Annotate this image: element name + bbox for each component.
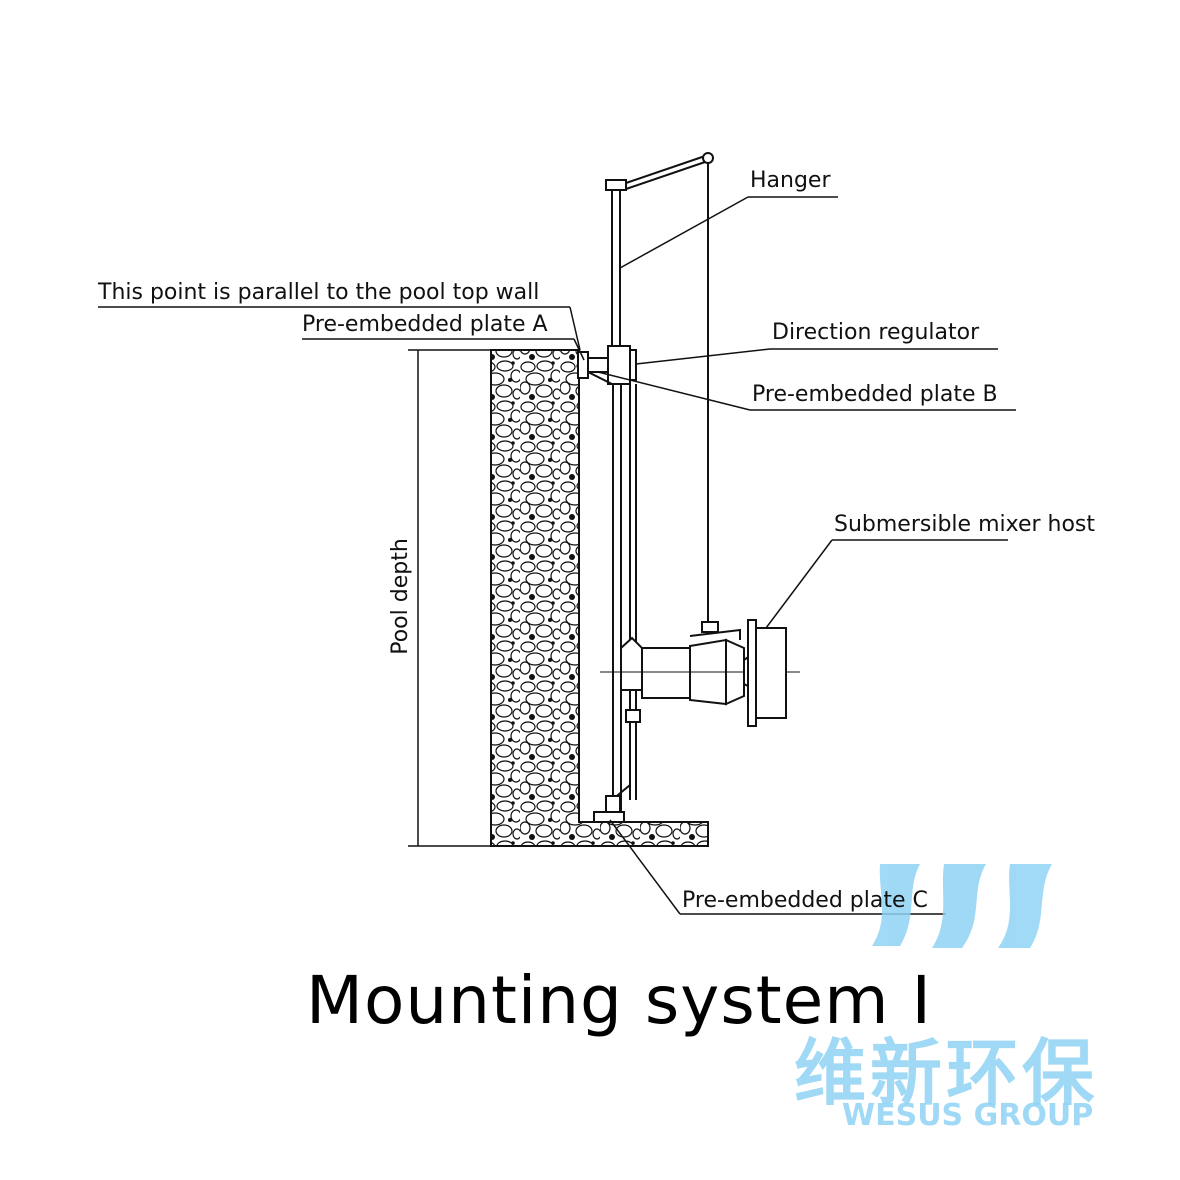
pool-wall [490,349,709,847]
submersible-mixer [600,618,800,727]
pool-depth-dimension [408,349,491,847]
leader-lines [98,196,1016,915]
watermark-name-en: WESUS GROUP [842,1098,1094,1133]
label-parallel-point: This point is parallel to the pool top w… [98,280,540,305]
watermark-name-cn: 维新环保 [794,1031,1099,1115]
label-hanger: Hanger [750,168,831,193]
label-plate-b: Pre-embedded plate B [752,382,998,407]
label-mixer-host: Submersible mixer host [834,512,1096,537]
label-plate-a: Pre-embedded plate A [302,312,548,337]
label-pool-depth: Pool depth [387,538,413,655]
diagram-title: Mounting system Ⅰ [306,962,932,1039]
direction-regulator [577,345,637,385]
label-direction-regulator: Direction regulator [772,320,980,345]
label-plate-c: Pre-embedded plate C [682,888,928,913]
guide-rail [593,384,641,823]
hanger [605,152,714,618]
wesus-logo-mark [872,864,1052,948]
